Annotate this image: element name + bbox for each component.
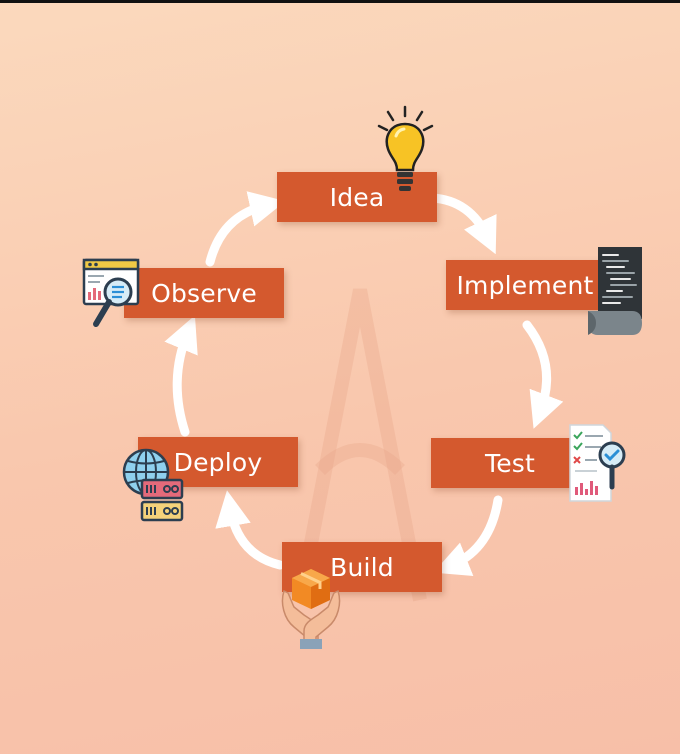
stage-idea: Idea xyxy=(277,172,437,222)
test-report-icon xyxy=(569,424,626,502)
arrow-build-to-deploy xyxy=(215,490,285,570)
stage-implement: Implement xyxy=(446,260,604,310)
watermark-logo xyxy=(293,288,427,602)
arrow-deploy-to-observe xyxy=(164,315,198,437)
top-border xyxy=(0,0,680,3)
lightbulb-icon xyxy=(377,105,434,191)
monitor-magnifier-icon xyxy=(82,258,140,327)
arrow-idea-to-implement xyxy=(427,193,497,255)
stage-test-label: Test xyxy=(484,448,536,478)
stage-test: Test xyxy=(431,438,589,488)
stage-build: Build xyxy=(282,542,442,592)
code-document-icon xyxy=(588,247,642,335)
stage-deploy-label: Deploy xyxy=(173,447,263,477)
arrow-implement-to-test xyxy=(522,320,564,429)
stage-implement-label: Implement xyxy=(456,270,594,300)
package-hands-icon xyxy=(281,569,341,649)
stage-observe-label: Observe xyxy=(151,278,257,308)
globe-server-icon xyxy=(122,448,184,522)
stage-build-label: Build xyxy=(330,552,394,582)
stage-idea-label: Idea xyxy=(329,182,385,212)
arrow-observe-to-idea xyxy=(205,191,286,267)
stage-observe: Observe xyxy=(124,268,284,318)
arrow-test-to-build xyxy=(433,495,503,577)
